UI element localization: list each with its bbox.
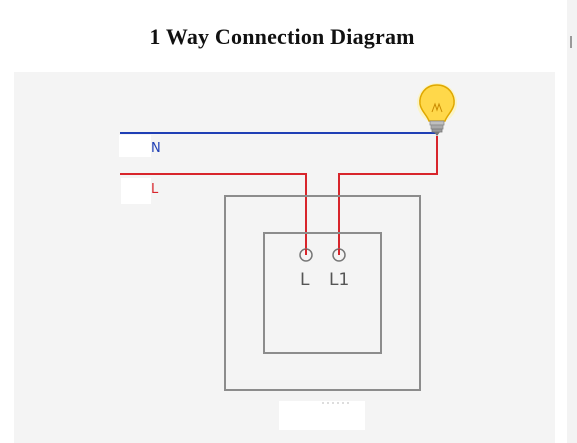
live-label-patch bbox=[121, 178, 151, 204]
live-wire bbox=[120, 173, 307, 255]
neutral-wire bbox=[120, 132, 438, 135]
switch-inner-plate bbox=[263, 232, 382, 354]
neutral-label-patch bbox=[119, 135, 151, 157]
terminal-l-label: L bbox=[300, 270, 310, 290]
right-edge-strip bbox=[567, 0, 577, 443]
terminal-l1-label: L1 bbox=[329, 270, 349, 290]
live-wire-label: L bbox=[151, 182, 159, 197]
diagram-title: 1 Way Connection Diagram bbox=[149, 24, 415, 49]
light-bulb-icon bbox=[417, 83, 457, 136]
edge-mark bbox=[570, 36, 577, 48]
neutral-wire-label: N bbox=[151, 141, 161, 156]
switch-outer-frame bbox=[224, 195, 421, 391]
bottom-label-patch bbox=[279, 401, 365, 430]
switched-live-wire bbox=[338, 136, 438, 255]
